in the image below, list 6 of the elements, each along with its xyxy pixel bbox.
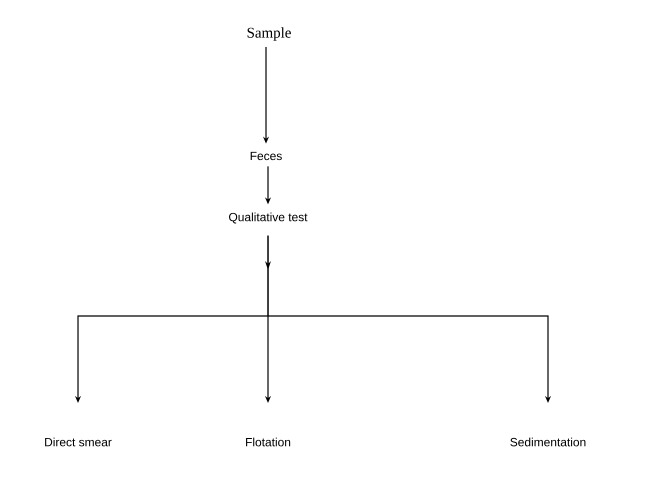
step-label: Flotation	[246, 438, 290, 446]
step-label: Direct smear	[45, 438, 112, 446]
step-label: Sedimentation	[510, 438, 586, 446]
step-label: Feces	[250, 152, 282, 160]
step-label: Sample	[248, 27, 291, 41]
step-label: Qualitative test	[229, 212, 308, 224]
